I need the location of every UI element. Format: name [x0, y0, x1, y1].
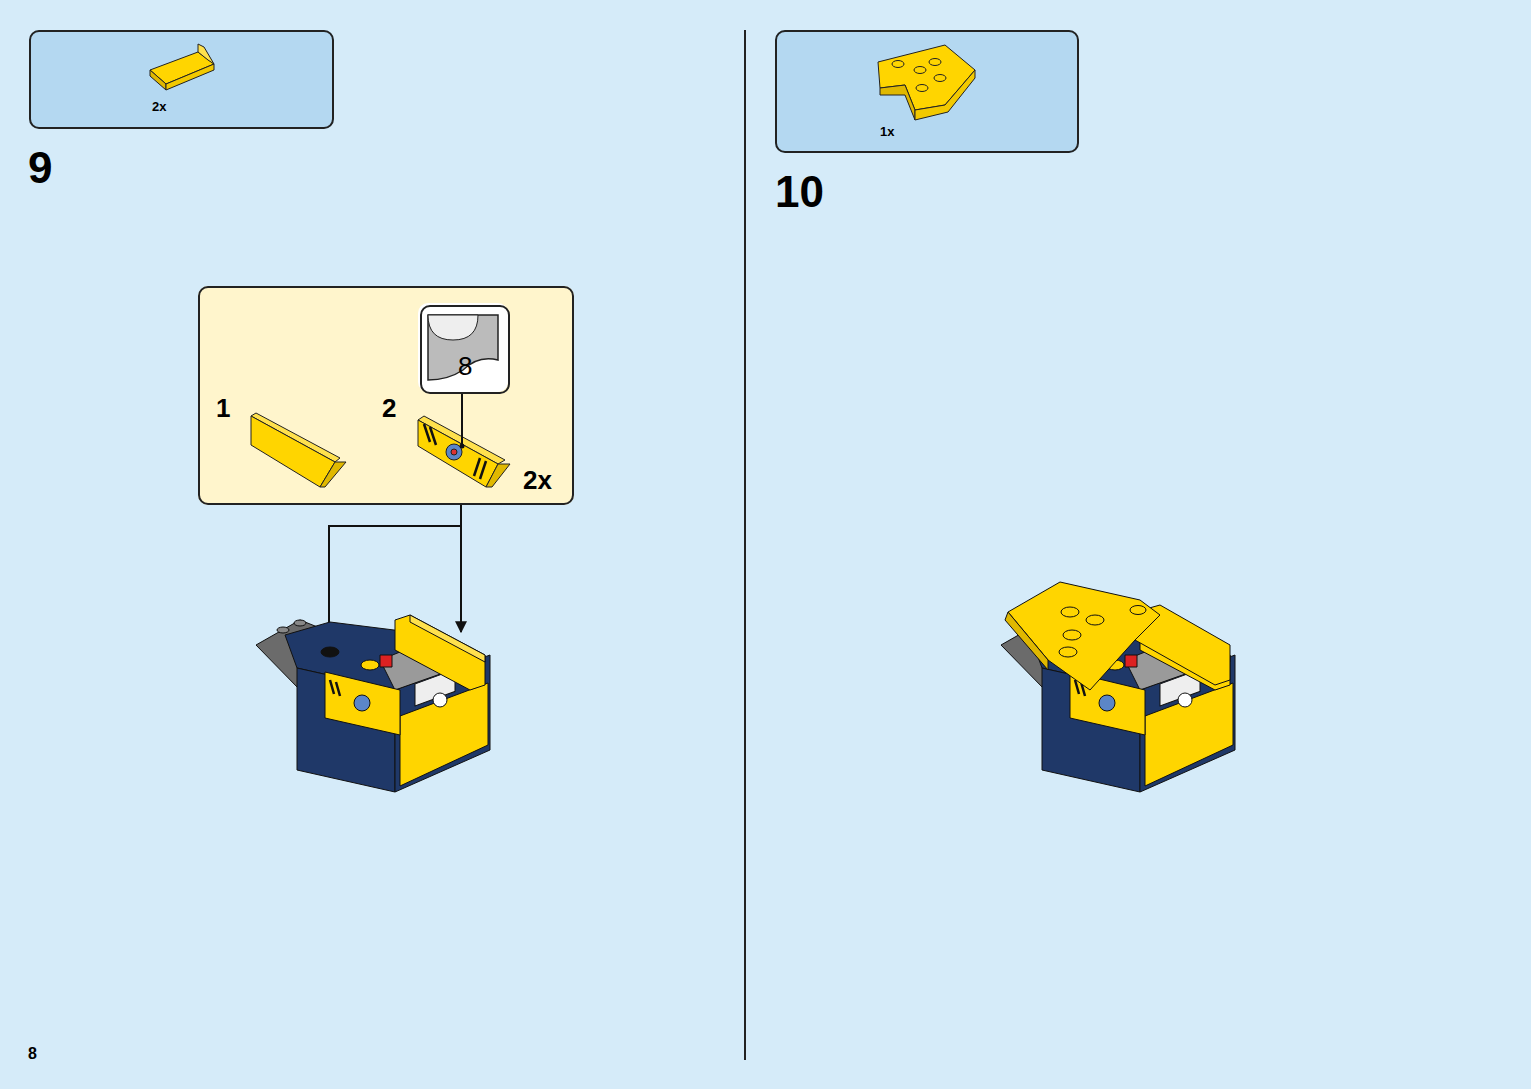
step-number: 9: [28, 146, 52, 190]
sticker-icon: [428, 315, 498, 380]
leader-dot: [460, 444, 465, 449]
part-list-box: 2x: [29, 30, 334, 129]
stickered-panel: [418, 416, 510, 487]
wedge-on-model: [1005, 582, 1230, 690]
divider: [744, 30, 746, 1060]
step-number: 10: [775, 170, 824, 214]
sticker-icon: [428, 315, 478, 340]
panel-part: [251, 413, 346, 487]
part-list-box: 1x: [775, 30, 1079, 153]
substep-ground: [198, 286, 574, 505]
quantity: 2x: [152, 100, 166, 113]
leader-line: [461, 392, 463, 446]
bracket-part: [150, 44, 214, 90]
part-box-ground: [29, 30, 334, 129]
part-box-ground: [775, 30, 1079, 153]
substep-number: 2: [382, 395, 396, 421]
quantity: 2x: [523, 467, 552, 493]
sticker-number: 8: [458, 353, 472, 379]
quantity: 1x: [880, 125, 894, 138]
page-number: 8: [28, 1046, 37, 1062]
wedge-part: [878, 45, 975, 120]
sticker-ground: [418, 303, 508, 392]
placement-arrow: [460, 505, 462, 632]
substep-number: 1: [216, 395, 230, 421]
sticker-box: 8: [420, 305, 510, 394]
substep-box: 1 2 2x 8: [198, 286, 574, 505]
model: [256, 615, 490, 792]
